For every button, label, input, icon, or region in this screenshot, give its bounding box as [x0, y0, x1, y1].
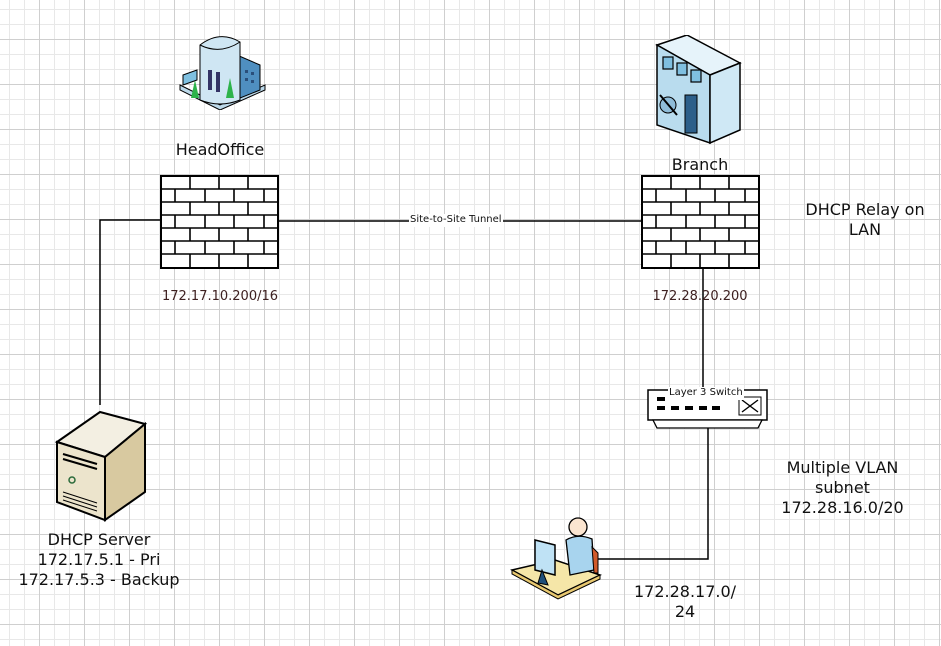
bank-building-icon — [655, 34, 742, 145]
vlan-note: Multiple VLAN subnet 172.28.16.0/20 — [775, 458, 910, 518]
link-dhcp-to-headoffice — [99, 219, 160, 405]
branch-firewall[interactable] — [641, 175, 760, 273]
workstation-node[interactable] — [509, 515, 603, 604]
workstation-subnet: 172.28.17.0/ 24 — [625, 582, 745, 622]
dhcp-relay-note: DHCP Relay on LAN — [795, 200, 935, 240]
dhcp-server-label: DHCP Server 172.17.5.1 - Pri 172.17.5.3 … — [10, 530, 188, 590]
headoffice-firewall[interactable] — [160, 175, 279, 273]
link-switch-to-workstation — [595, 428, 709, 560]
dhcp-server-primary: 172.17.5.1 - Pri — [37, 550, 161, 569]
office-building-icon — [179, 36, 266, 111]
dhcp-server-node[interactable] — [54, 402, 150, 526]
user-workstation-icon — [509, 517, 603, 600]
headoffice-node[interactable] — [175, 30, 270, 114]
branch-ip: 172.28.20.200 — [652, 289, 748, 304]
workstation-subnet-line1: 172.28.17.0/ — [633, 582, 737, 601]
tunnel-label: Site-to-Site Tunnel — [409, 214, 503, 227]
vlan-note-line2: subnet — [815, 478, 870, 497]
dhcp-server-backup: 172.17.5.3 - Backup — [18, 570, 180, 589]
vlan-note-line3: 172.28.16.0/20 — [781, 498, 904, 517]
firewall-icon — [160, 175, 279, 269]
workstation-subnet-line2: 24 — [674, 602, 696, 621]
dhcp-relay-note-line2: LAN — [848, 220, 882, 239]
server-tower-icon — [54, 410, 148, 522]
layer3-switch-node[interactable]: Layer 3 Switch — [645, 387, 770, 436]
headoffice-label: HeadOffice — [175, 140, 265, 159]
vlan-note-line1: Multiple VLAN — [786, 458, 899, 477]
dhcp-server-title: DHCP Server — [47, 530, 151, 549]
firewall-icon — [641, 175, 760, 269]
dhcp-relay-note-line1: DHCP Relay on — [805, 200, 925, 219]
headoffice-ip: 172.17.10.200/16 — [161, 289, 279, 304]
switch-label: Layer 3 Switch — [668, 387, 744, 400]
branch-node[interactable] — [655, 34, 745, 151]
branch-label: Branch — [671, 155, 729, 174]
